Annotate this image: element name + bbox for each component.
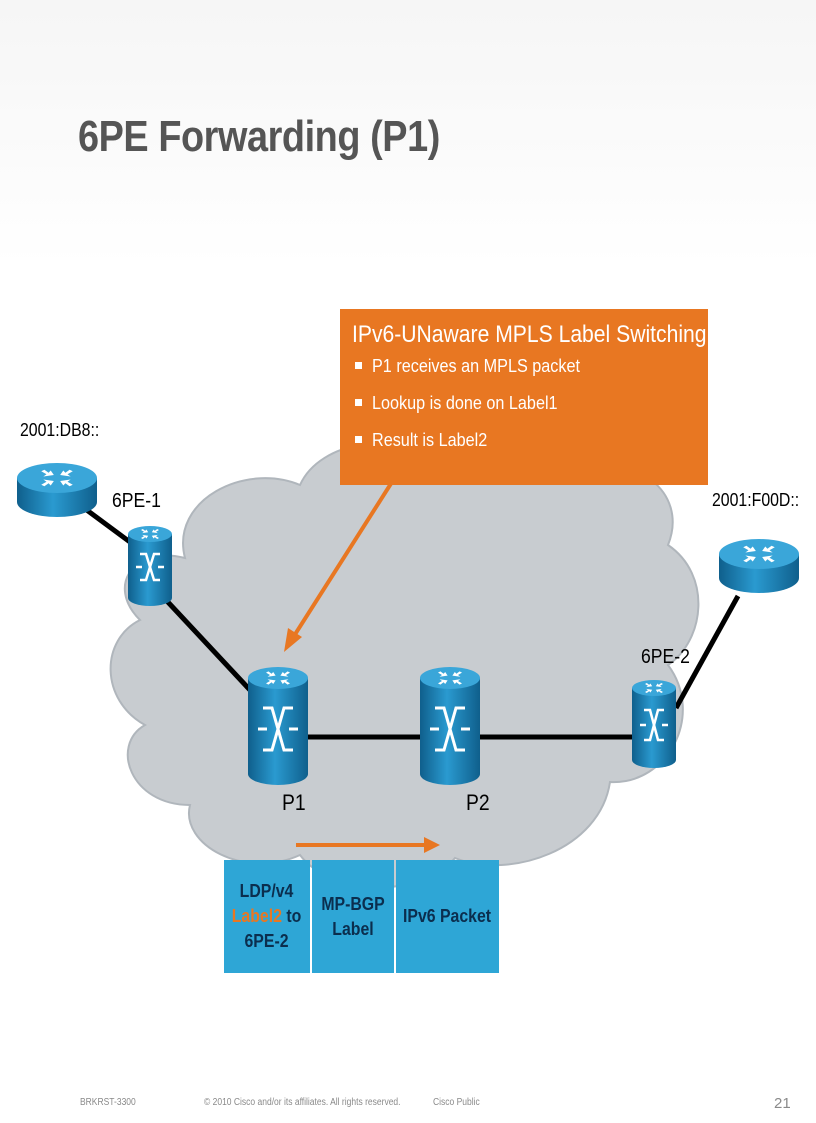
- title-band: [0, 0, 816, 265]
- callout-bullet: P1 receives an MPLS packet: [352, 357, 698, 376]
- footer-copyright: © 2010 Cisco and/or its affiliates. All …: [204, 1097, 401, 1108]
- link-ce1-pe1: [82, 505, 136, 548]
- pe1-label: 6PE-1: [112, 490, 161, 512]
- p1-router-icon: [248, 667, 308, 785]
- packet-direction-arrow: [296, 837, 440, 853]
- bullet-square-icon: [355, 436, 362, 444]
- callout-bullet: Lookup is done on Label1: [352, 394, 698, 413]
- slide-title: 6PE Forwarding (P1): [78, 112, 440, 161]
- ce-right-router-icon: [719, 539, 799, 593]
- callout-heading: IPv6-UNaware MPLS Label Switching:: [352, 321, 713, 348]
- pe2-router-icon: [632, 680, 676, 768]
- ce-left-prefix-label: 2001:DB8::: [20, 420, 100, 440]
- label2-text: Label2: [232, 906, 283, 926]
- packet-ldp-label-cell: LDP/v4 Label2 to 6PE-2: [224, 860, 310, 973]
- p2-router-icon: [420, 667, 480, 785]
- callout-arrow: [284, 480, 394, 652]
- page-number: 21: [774, 1095, 791, 1112]
- packet-mpbgp-label-cell: MP-BGP Label: [312, 860, 394, 973]
- mpls-cloud: [109, 436, 700, 889]
- pe1-router-icon: [128, 526, 172, 606]
- callout-box: IPv6-UNaware MPLS Label Switching: P1 re…: [340, 309, 713, 485]
- link-pe1-p1: [164, 598, 252, 692]
- footer-classification: Cisco Public: [433, 1097, 480, 1108]
- ce-left-router-icon: [17, 463, 97, 517]
- ce-right-prefix-label: 2001:F00D::: [712, 490, 800, 510]
- callout-bullets: P1 receives an MPLS packet Lookup is don…: [352, 357, 698, 450]
- links: [82, 505, 741, 740]
- pe2-label: 6PE-2: [641, 646, 690, 668]
- p2-label: P2: [466, 790, 490, 815]
- callout-bullet: Result is Label2: [352, 431, 698, 450]
- link-pe2-ce2: [673, 594, 741, 710]
- bullet-square-icon: [355, 399, 362, 407]
- footer-session-code: BRKRST-3300: [80, 1097, 136, 1108]
- p1-label: P1: [282, 790, 306, 815]
- packet-ipv6-cell: IPv6 Packet: [396, 860, 499, 973]
- bullet-square-icon: [355, 362, 362, 370]
